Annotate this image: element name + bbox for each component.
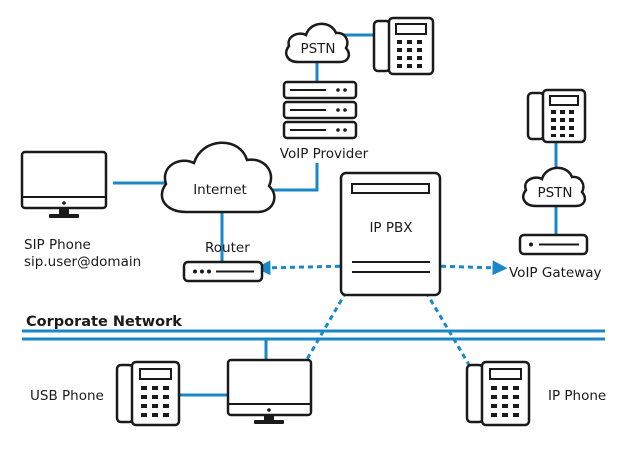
link-internet-to-provider (262, 163, 319, 192)
sip-phone-label: SIP Phone (24, 237, 91, 253)
internet-cloud-icon (160, 141, 276, 214)
usb-monitor-icon (226, 358, 313, 424)
router-label: Router (205, 240, 250, 256)
desk-phone-right-icon (526, 88, 587, 144)
ip-pbx-label: IP PBX (369, 220, 412, 236)
voip-provider-label: VoIP Provider (280, 146, 369, 162)
pstn-right-cloud-icon (522, 166, 587, 208)
voip-gateway-label: VoIP Gateway (509, 265, 602, 281)
ip-desk-phone-icon (465, 360, 531, 427)
pstn-right-label: PSTN (537, 185, 572, 201)
ip-phone-label: IP Phone (548, 388, 606, 404)
pstn-top-label: PSTN (300, 41, 335, 57)
voip-gateway-icon (518, 233, 589, 256)
internet-label: Internet (193, 182, 247, 198)
sip-phone-monitor-icon (20, 150, 108, 218)
desk-phone-top-icon (372, 16, 435, 76)
usb-desk-phone-icon (115, 360, 181, 427)
ip-pbx-icon (339, 171, 442, 297)
sip-phone-address: sip.user@domain (24, 254, 141, 270)
usb-phone-label: USB Phone (30, 388, 104, 404)
solid-links (22, 33, 605, 397)
pstn-top-cloud-icon (285, 22, 351, 64)
router-icon (182, 260, 264, 283)
dashed-router-to-pbx-arrow (255, 260, 351, 276)
corporate-network-label: Corporate Network (26, 314, 182, 330)
dashed-pbx-to-gateway-arrow (431, 260, 508, 276)
voip-provider-server-icon (282, 80, 358, 140)
